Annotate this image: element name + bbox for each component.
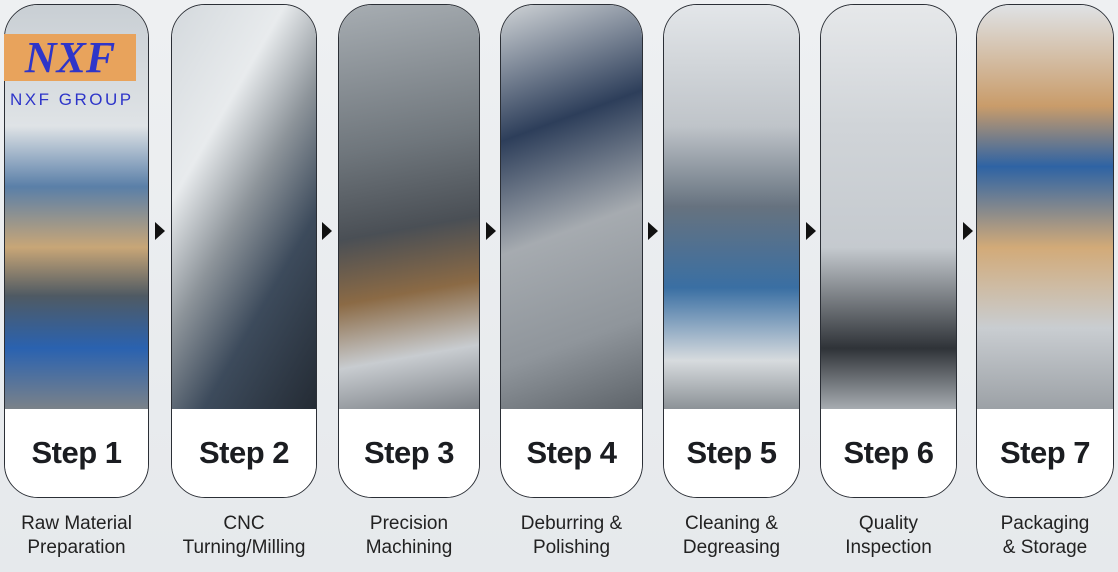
step-title: Step 6	[821, 409, 956, 497]
precision-machining-photo	[339, 5, 479, 409]
step-title: Step 4	[501, 409, 642, 497]
deburring-photo	[501, 5, 642, 409]
cnc-machine-photo	[172, 5, 316, 409]
step-title: Step 7	[977, 409, 1113, 497]
arrow-right-icon	[322, 222, 332, 240]
warehouse-photo	[977, 5, 1113, 409]
inspection-machine-photo	[821, 5, 956, 409]
arrow-right-icon	[486, 222, 496, 240]
step-title: Step 3	[339, 409, 479, 497]
step-card-3: Step 3	[338, 4, 480, 498]
step-title: Step 1	[5, 409, 148, 497]
arrow-right-icon	[155, 222, 165, 240]
arrow-right-icon	[963, 222, 973, 240]
step-card-5: Step 5	[663, 4, 800, 498]
step-label-7: Packaging& Storage	[1000, 513, 1090, 558]
step-title: Step 5	[664, 409, 799, 497]
step-title: Step 2	[172, 409, 316, 497]
logo-subtitle: NXF GROUP	[10, 90, 134, 109]
arrow-right-icon	[806, 222, 816, 240]
step-label-4: Deburring &Polishing	[520, 513, 623, 558]
step-card-6: Step 6	[820, 4, 957, 498]
nxf-logo: NXF	[4, 33, 136, 82]
step-card-2: Step 2	[171, 4, 317, 498]
step-label-5: Cleaning &Degreasing	[682, 513, 781, 558]
step-card-4: Step 4	[500, 4, 643, 498]
cleaning-machine-photo	[664, 5, 799, 409]
arrow-right-icon	[648, 222, 658, 240]
step-card-7: Step 7	[976, 4, 1114, 498]
